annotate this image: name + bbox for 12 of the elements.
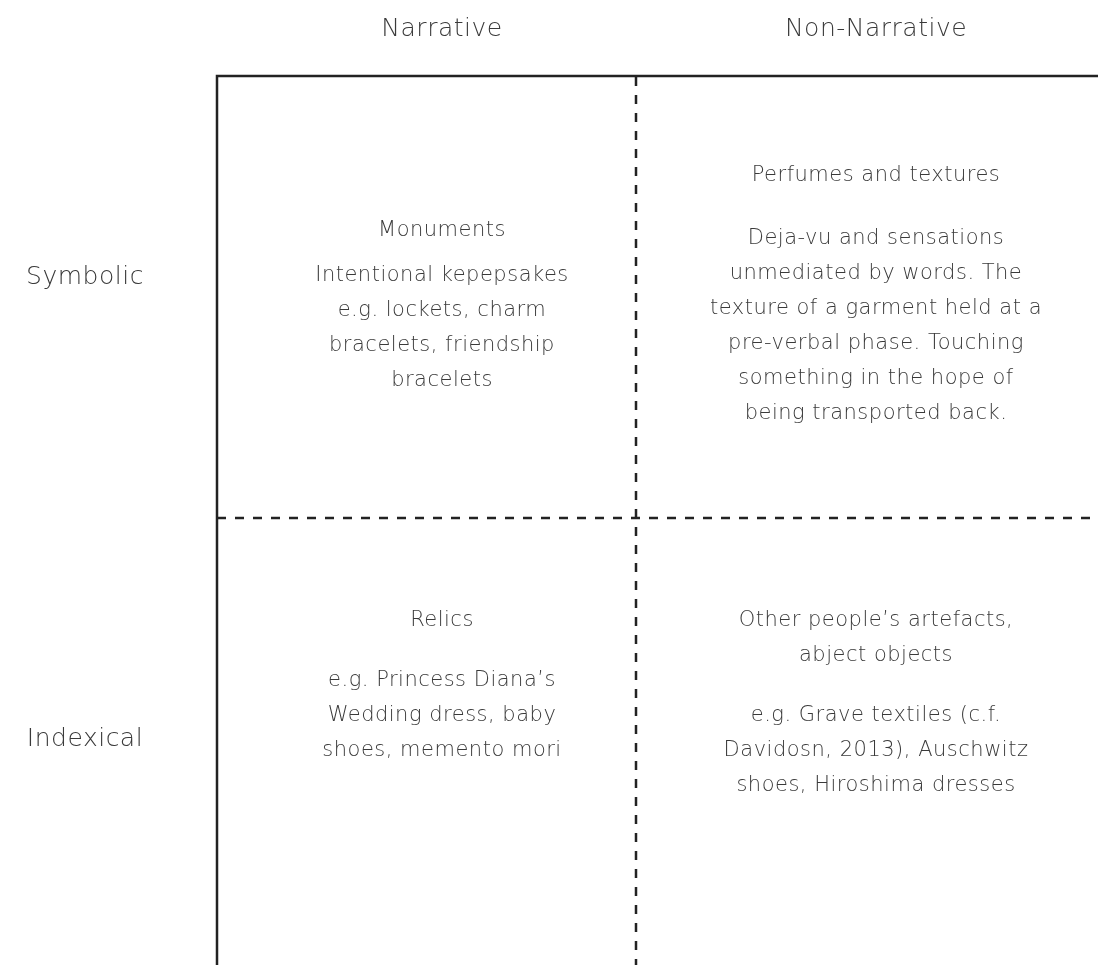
cell-heading: Other people’s artefacts, abject objects: [737, 606, 1015, 668]
column-header: Non-Narrative: [783, 12, 969, 44]
row-header: Symbolic: [25, 260, 145, 292]
row-header: Indexical: [25, 722, 145, 754]
cell-text: e.g. Princess Diana’s Wedding dress, baby shoes, memento mori: [321, 666, 563, 763]
cell-heading: Monuments: [377, 216, 507, 243]
cell-text: e.g. Grave textiles (c.f. Davidosn, 2013), Auschwitz shoes, Hiroshima dresses: [722, 701, 1030, 798]
cell-heading: Perfumes and textures: [750, 161, 1002, 188]
cell-text: Deja-vu and sensations unmediated by words. The texture of a garment held at a pre-verbal phase. Touching something in the hope of being transported back.: [709, 224, 1043, 426]
cell-heading: Relics: [409, 606, 475, 633]
cell-text: Intentional kepepsakes e.g. lockets, charm bracelets, friendship bracelets: [314, 261, 570, 393]
column-header: Narrative: [380, 12, 504, 44]
